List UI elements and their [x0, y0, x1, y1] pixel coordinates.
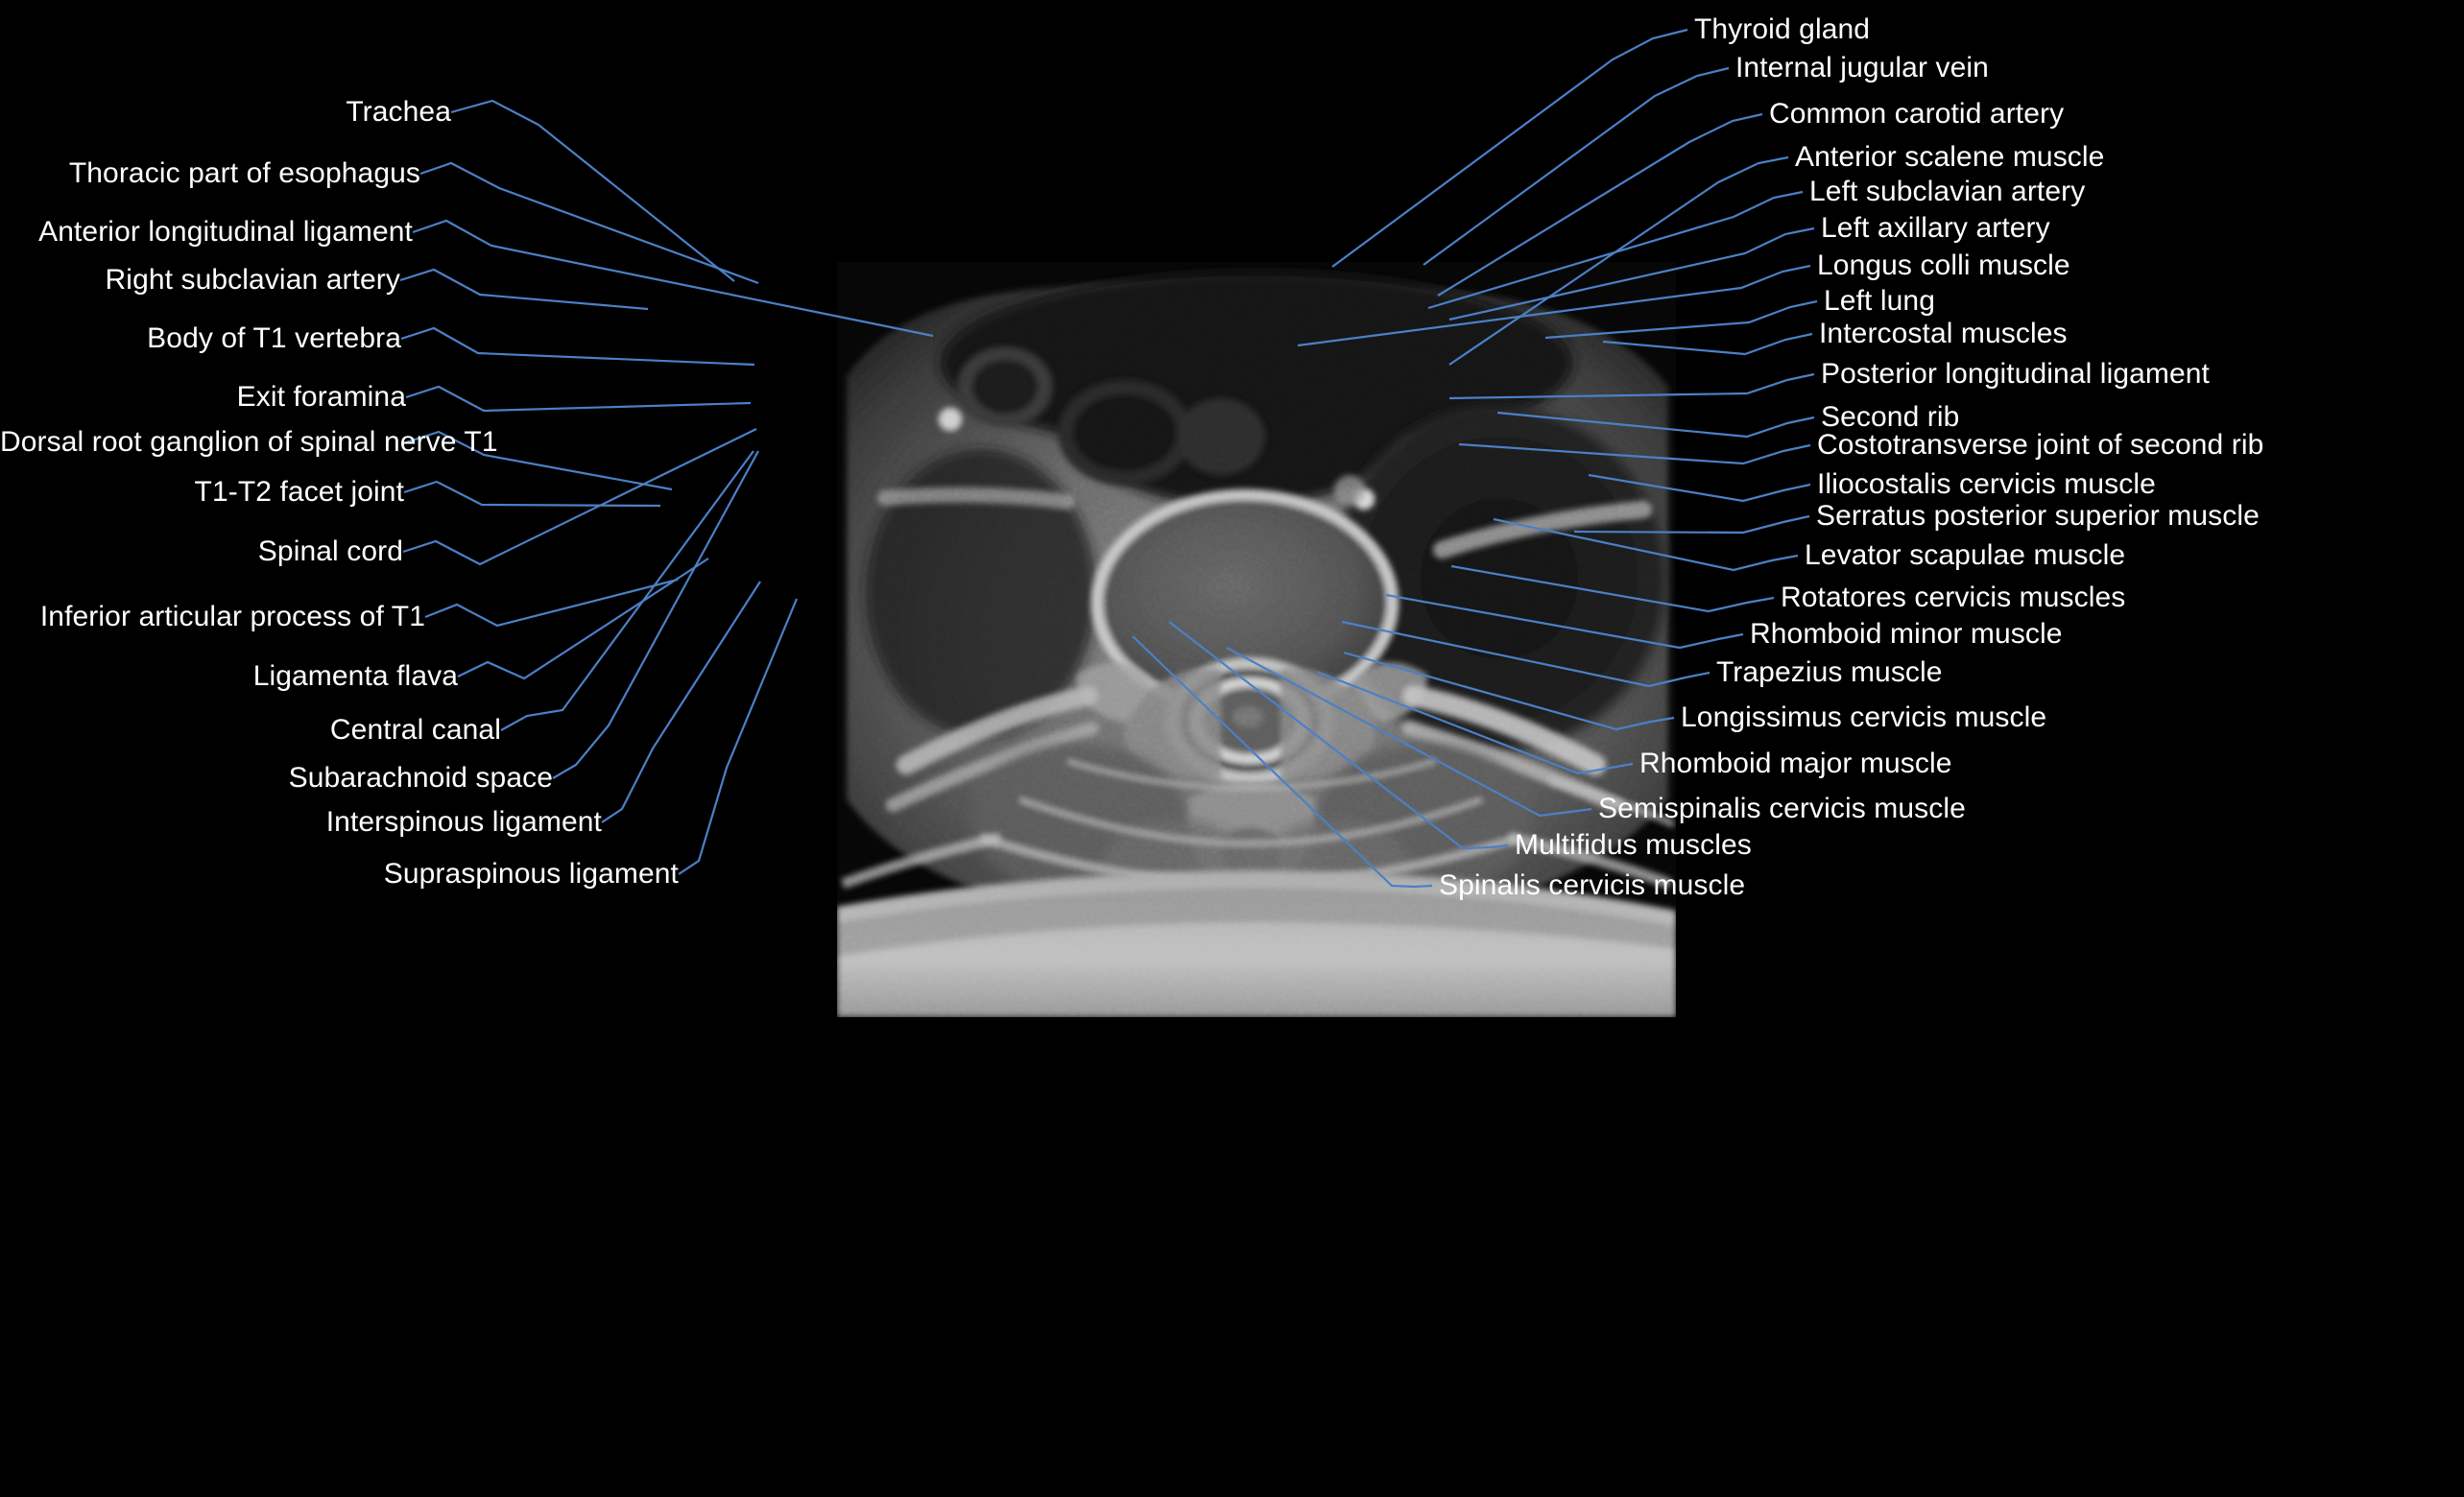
- annotation-label-thoracic-part-of-esophagus[interactable]: Thoracic part of esophagus: [68, 157, 420, 189]
- annotation-label-internal-jugular-vein[interactable]: Internal jugular vein: [1735, 52, 1989, 83]
- annotation-label-left-subclavian-artery[interactable]: Left subclavian artery: [1809, 176, 2086, 207]
- leader-line-trachea: [450, 99, 735, 282]
- annotation-label-thyroid-gland[interactable]: Thyroid gland: [1694, 13, 1871, 45]
- annotation-label-multifidus-muscles[interactable]: Multifidus muscles: [1515, 829, 1752, 861]
- leader-line-internal-jugular-vein: [1423, 66, 1730, 266]
- annotation-label-right-subclavian-artery[interactable]: Right subclavian artery: [105, 264, 400, 296]
- annotation-label-longus-colli-muscle[interactable]: Longus colli muscle: [1817, 250, 2070, 281]
- leader-line-thyroid-gland: [1331, 28, 1688, 268]
- leader-line-thoracic-part-of-esophagus: [419, 161, 759, 285]
- leader-line-body-of-t1-vertebra: [400, 326, 755, 367]
- leader-line-subarachnoid-space: [552, 450, 759, 779]
- annotation-label-interspinous-ligament[interactable]: Interspinous ligament: [325, 806, 602, 838]
- annotation-label-left-lung[interactable]: Left lung: [1824, 285, 1935, 317]
- annotation-label-dorsal-root-ganglion-of-spinal-nerve-t1[interactable]: Dorsal root ganglion of spinal nerve T1: [0, 426, 498, 458]
- leader-line-central-canal: [500, 450, 754, 731]
- annotation-label-body-of-t1-vertebra[interactable]: Body of T1 vertebra: [147, 322, 401, 354]
- leader-line-ligamenta-flava: [457, 558, 709, 680]
- annotation-label-iliocostalis-cervicis-muscle[interactable]: Iliocostalis cervicis muscle: [1817, 468, 2156, 500]
- leader-line-t1-t2-facet-joint: [403, 480, 661, 508]
- annotation-label-inferior-articular-process-of-t1[interactable]: Inferior articular process of T1: [39, 601, 425, 632]
- annotation-label-left-axillary-artery[interactable]: Left axillary artery: [1821, 212, 2050, 244]
- annotation-label-anterior-longitudinal-ligament[interactable]: Anterior longitudinal ligament: [38, 216, 413, 248]
- annotation-label-t1-t2-facet-joint[interactable]: T1-T2 facet joint: [194, 476, 404, 508]
- annotation-label-rotatores-cervicis-muscles[interactable]: Rotatores cervicis muscles: [1781, 582, 2126, 613]
- leader-line-interspinous-ligament: [601, 581, 761, 823]
- annotation-label-intercostal-muscles[interactable]: Intercostal muscles: [1819, 318, 2068, 349]
- leader-line-exit-foramina: [405, 385, 752, 413]
- annotation-label-exit-foramina[interactable]: Exit foramina: [236, 381, 406, 413]
- leader-line-right-subclavian-artery: [399, 268, 649, 311]
- annotation-label-longissimus-cervicis-muscle[interactable]: Longissimus cervicis muscle: [1681, 701, 2047, 733]
- annotation-label-subarachnoid-space[interactable]: Subarachnoid space: [288, 762, 553, 794]
- annotation-label-central-canal[interactable]: Central canal: [329, 714, 501, 746]
- leader-line-supraspinous-ligament: [678, 598, 799, 875]
- annotation-label-trachea[interactable]: Trachea: [346, 96, 451, 128]
- annotation-label-spinalis-cervicis-muscle[interactable]: Spinalis cervicis muscle: [1439, 869, 1746, 901]
- annotation-label-posterior-longitudinal-ligament[interactable]: Posterior longitudinal ligament: [1821, 358, 2210, 390]
- annotation-label-trapezius-muscle[interactable]: Trapezius muscle: [1716, 656, 1943, 688]
- annotation-label-serratus-posterior-superior-muscle[interactable]: Serratus posterior superior muscle: [1816, 500, 2260, 532]
- annotation-label-common-carotid-artery[interactable]: Common carotid artery: [1769, 98, 2065, 130]
- annotation-label-rhomboid-minor-muscle[interactable]: Rhomboid minor muscle: [1750, 618, 2063, 650]
- annotation-label-spinal-cord[interactable]: Spinal cord: [257, 535, 403, 567]
- annotation-label-ligamenta-flava[interactable]: Ligamenta flava: [252, 660, 458, 692]
- annotation-label-semispinalis-cervicis-muscle[interactable]: Semispinalis cervicis muscle: [1598, 793, 1966, 824]
- annotation-label-levator-scapulae-muscle[interactable]: Levator scapulae muscle: [1805, 539, 2126, 571]
- annotation-label-anterior-scalene-muscle[interactable]: Anterior scalene muscle: [1795, 141, 2105, 173]
- leader-line-inferior-articular-process-of-t1: [424, 578, 679, 628]
- annotation-label-second-rib[interactable]: Second rib: [1821, 401, 1960, 433]
- mri-scan-image: [837, 262, 1676, 1017]
- annotation-label-costotransverse-joint-of-second-rib[interactable]: Costotransverse joint of second rib: [1817, 429, 2264, 461]
- annotation-label-supraspinous-ligament[interactable]: Supraspinous ligament: [383, 858, 679, 890]
- mri-scan-render: [837, 262, 1676, 1017]
- annotation-label-rhomboid-major-muscle[interactable]: Rhomboid major muscle: [1639, 748, 1952, 779]
